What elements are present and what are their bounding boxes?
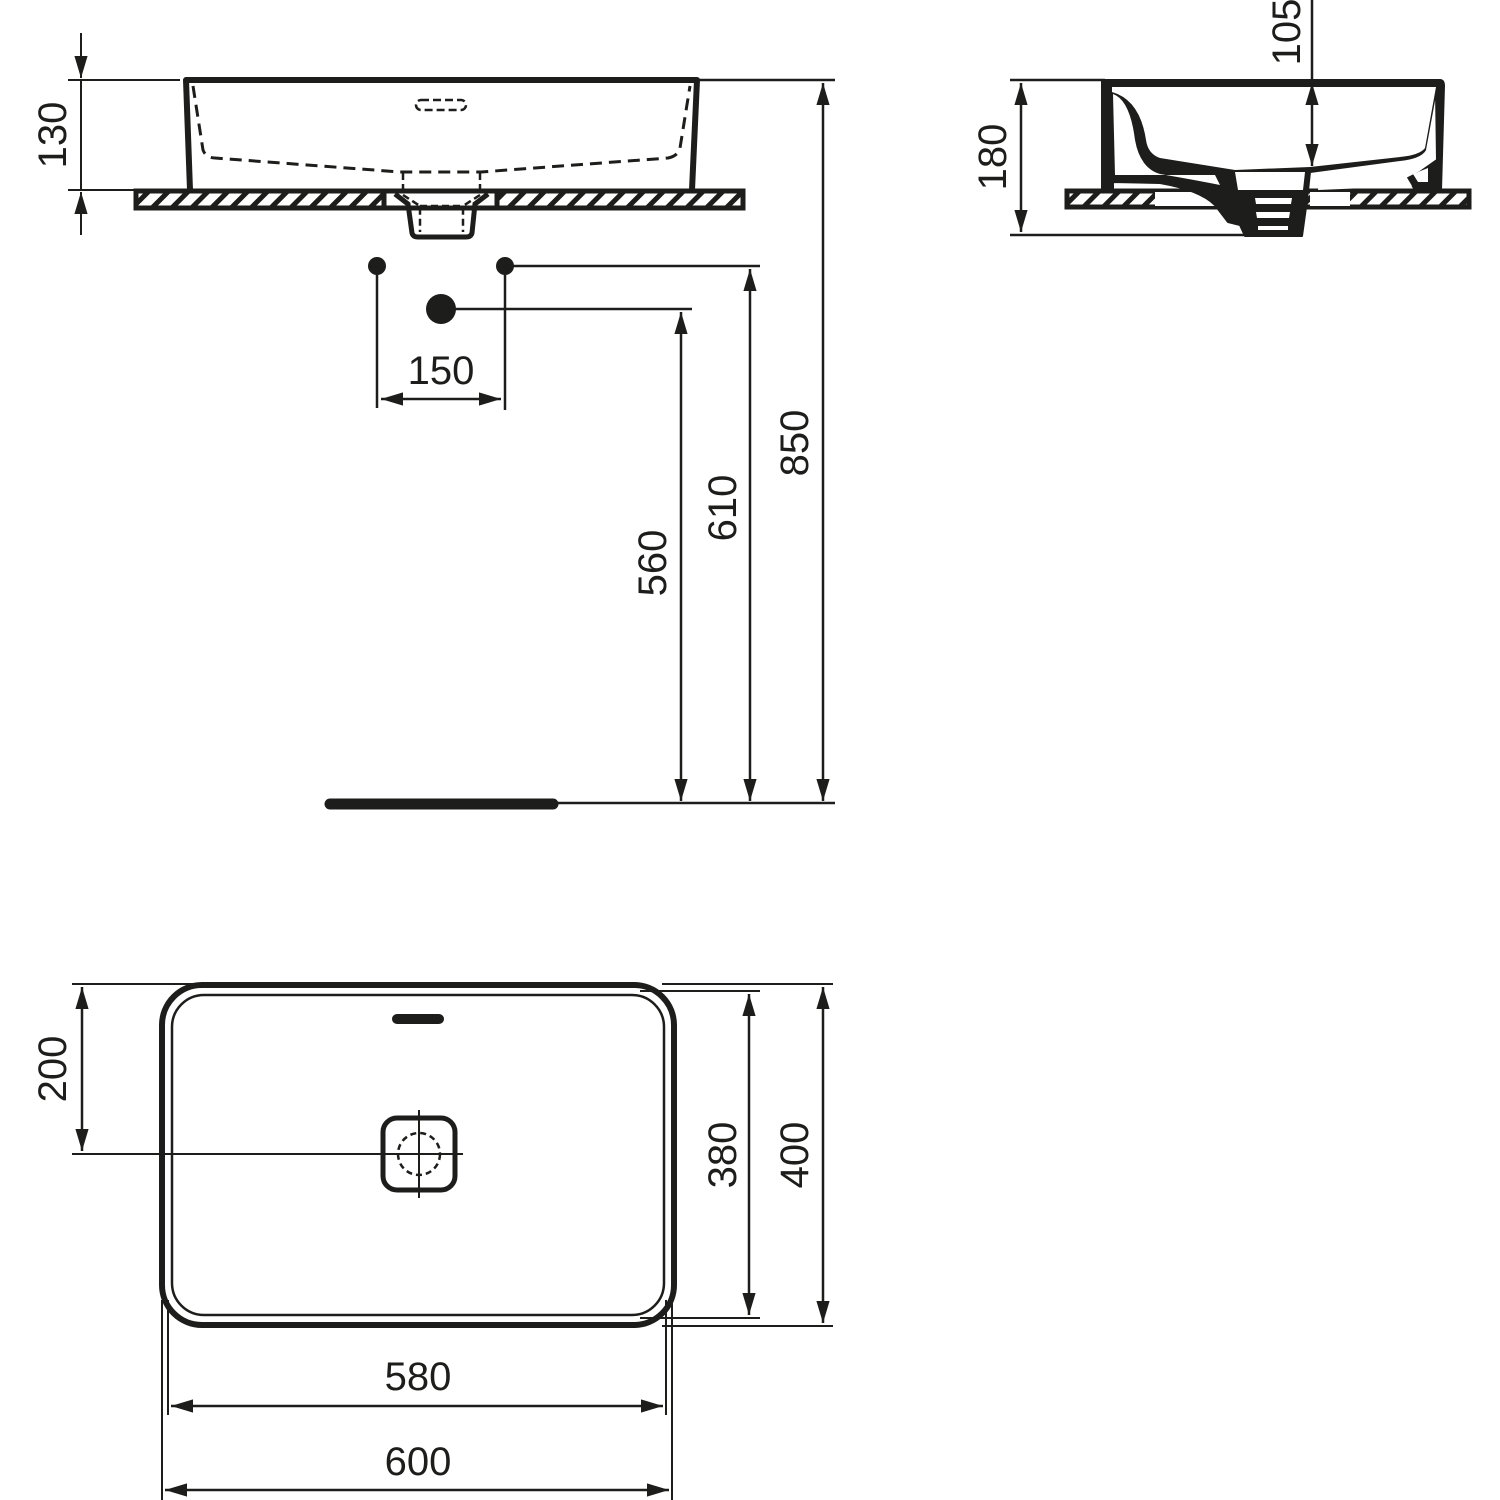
dim-label-150: 150 xyxy=(408,349,475,393)
dimension-waste-height: 560 xyxy=(631,312,688,801)
dim-label-130: 130 xyxy=(31,102,75,169)
dim-label-610: 610 xyxy=(701,475,745,542)
dimension-tap-spacing: 150 xyxy=(381,349,501,406)
dimension-basin-height: 130 xyxy=(31,33,180,235)
plan-view: 200 380 400 580 600 xyxy=(31,982,833,1500)
dimension-total-height: 180 xyxy=(971,78,1245,237)
countertop-section xyxy=(133,188,746,211)
dim-label-105: 105 xyxy=(1265,0,1309,65)
dimension-outer-width: 600 xyxy=(161,1300,673,1500)
dim-label-380: 380 xyxy=(701,1122,745,1189)
side-section-view: 180 105 xyxy=(971,0,1472,237)
waste-outlet-plan xyxy=(72,1110,463,1198)
dim-label-400: 400 xyxy=(773,1122,817,1189)
dim-label-200: 200 xyxy=(31,1036,75,1103)
dimension-overall-height: 850 xyxy=(697,78,835,801)
front-elevation-view: 130 150 xyxy=(31,33,835,810)
dimension-tap-height: 610 xyxy=(701,269,757,801)
dimension-inner-width: 580 xyxy=(167,1300,667,1415)
dimension-waste-offset: 200 xyxy=(31,983,200,1151)
waste-outlet-front xyxy=(393,192,490,240)
dim-label-560: 560 xyxy=(631,530,675,597)
dimension-inner-depth: 380 xyxy=(640,990,760,1319)
dimension-outer-depth: 400 xyxy=(662,983,833,1327)
dim-label-180: 180 xyxy=(971,124,1015,191)
dim-label-600: 600 xyxy=(385,1440,452,1484)
dimension-bowl-depth: 105 xyxy=(1265,0,1319,166)
basin-outline-front xyxy=(183,77,700,191)
dim-label-850: 850 xyxy=(773,410,817,477)
overflow-slot xyxy=(392,1014,444,1024)
basin-interior-hidden-line xyxy=(191,85,692,174)
overflow-slot-hidden xyxy=(414,98,468,112)
dim-label-580: 580 xyxy=(385,1355,452,1399)
